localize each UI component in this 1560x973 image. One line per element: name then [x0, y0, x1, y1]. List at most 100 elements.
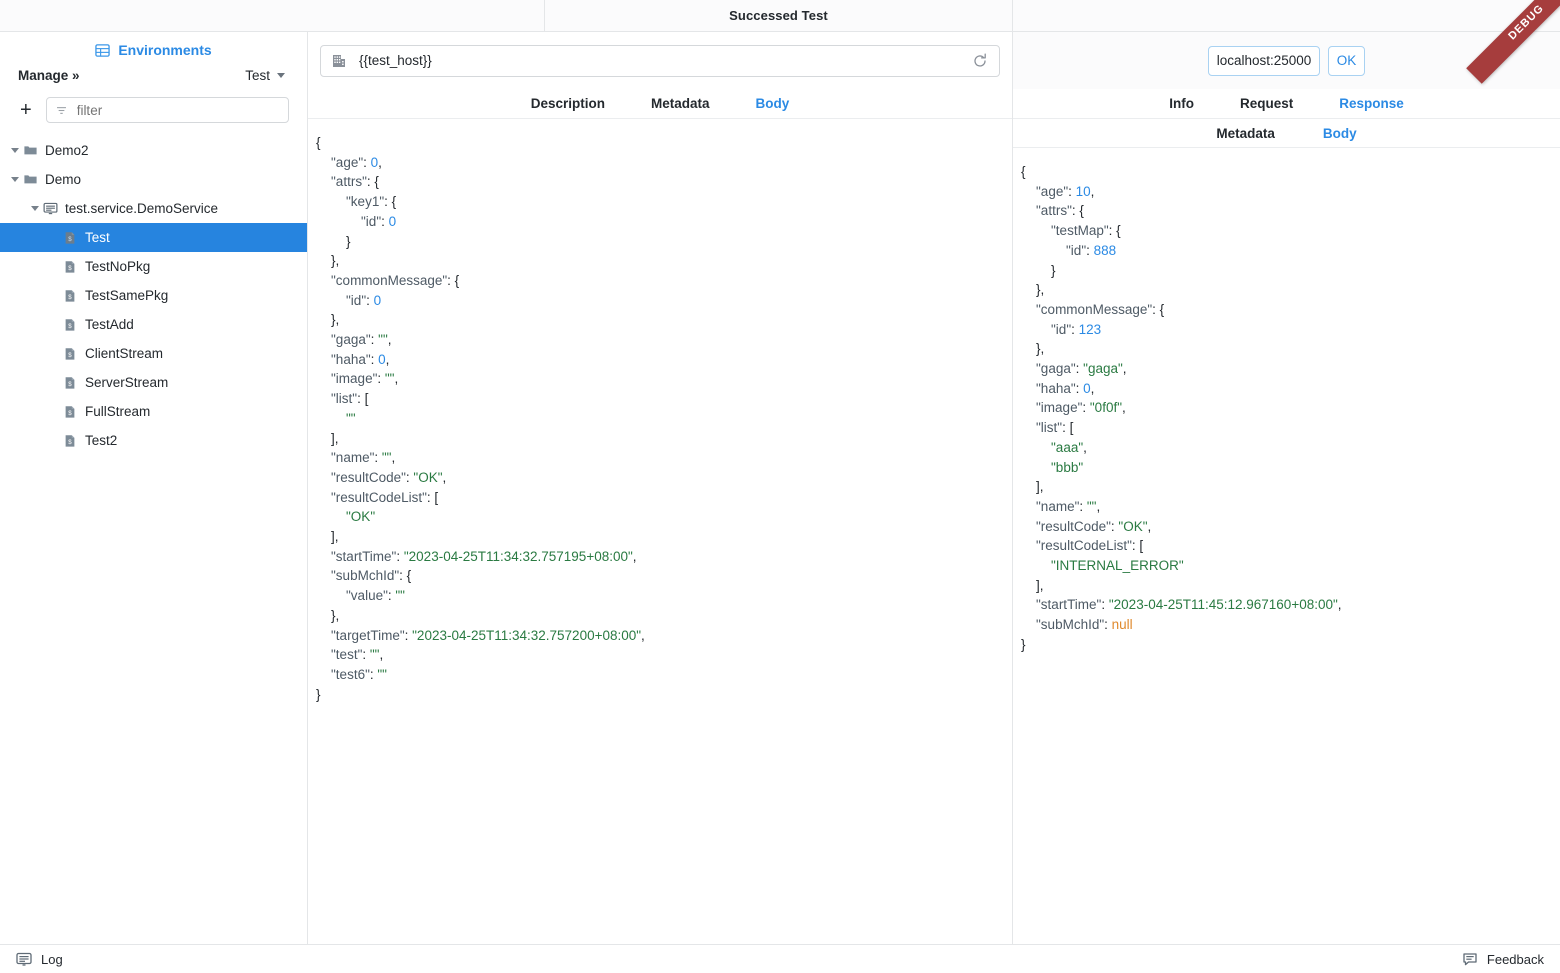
url-box[interactable] — [320, 44, 1000, 77]
json-line: }, — [1036, 341, 1045, 357]
json-line: ], — [331, 529, 339, 545]
title-bar-left-section — [0, 0, 545, 31]
json-line: ], — [1036, 577, 1044, 593]
tree-item-demo[interactable]: Demo — [0, 165, 307, 194]
chevron-down-icon[interactable] — [8, 173, 22, 187]
method-icon: $ — [62, 434, 78, 448]
method-icon: $ — [62, 318, 78, 332]
log-button[interactable]: Log — [16, 951, 63, 967]
json-line: "test6": "" — [331, 666, 387, 682]
environments-header[interactable]: Environments — [0, 32, 307, 62]
json-line: "name": "", — [331, 450, 396, 466]
json-line: "gaga": "", — [331, 332, 392, 348]
json-line: "age": 10, — [1036, 183, 1095, 199]
comment-icon — [1462, 951, 1478, 967]
ok-button[interactable]: OK — [1327, 45, 1366, 76]
tree-item-test-service-demoservice[interactable]: test.service.DemoService — [0, 194, 307, 223]
address-input[interactable] — [1207, 45, 1320, 76]
json-line: "age": 0, — [331, 154, 382, 170]
log-label: Log — [41, 951, 63, 967]
server-icon — [331, 53, 347, 69]
tree-item-testadd[interactable]: $TestAdd — [0, 310, 307, 339]
json-line: } — [1021, 636, 1026, 652]
tab-response[interactable]: Response — [1339, 96, 1404, 111]
filter-box[interactable] — [45, 97, 289, 123]
method-icon: $ — [62, 347, 78, 361]
json-line: "commonMessage": { — [331, 272, 460, 288]
request-tabs: Description Metadata Body — [308, 89, 1012, 119]
tree-item-label: TestNoPkg — [85, 259, 151, 274]
manage-link[interactable]: Manage » — [18, 68, 80, 83]
tree-item-label: FullStream — [85, 404, 151, 419]
tab-body[interactable]: Body — [1322, 125, 1357, 141]
tree-spacer — [48, 434, 62, 448]
tab-body[interactable]: Body — [755, 96, 790, 111]
search-input[interactable] — [76, 102, 280, 118]
tab-description[interactable]: Description — [530, 96, 605, 111]
json-line: { — [1021, 164, 1026, 179]
json-line: "OK" — [346, 509, 376, 525]
refresh-icon[interactable] — [971, 52, 989, 70]
json-line: "aaa", — [1051, 439, 1087, 455]
json-line: }, — [331, 607, 340, 623]
tree-item-label: test.service.DemoService — [65, 201, 219, 216]
tree-spacer — [48, 289, 62, 303]
tree-item-label: TestSamePkg — [85, 288, 169, 303]
json-line: "key1": { — [346, 194, 397, 210]
page-title: Successed Test — [729, 8, 828, 23]
tree-item-test2[interactable]: $ Test2 — [0, 426, 307, 455]
json-line: "" — [346, 410, 356, 426]
json-line: ], — [1036, 479, 1044, 495]
url-row — [308, 32, 1012, 89]
json-line: { — [316, 135, 321, 150]
tree-item-clientstream[interactable]: $ClientStream — [0, 339, 307, 368]
svg-text:$: $ — [68, 409, 72, 416]
chevron-down-icon[interactable] — [8, 144, 22, 158]
json-line: "subMchId": { — [331, 568, 412, 584]
request-panel: Description Metadata Body { "age": 0, "att… — [308, 32, 1013, 944]
tab-request[interactable]: Request — [1239, 96, 1294, 111]
json-line: "id": 0 — [361, 213, 397, 229]
tree-item-test[interactable]: $Test — [0, 223, 307, 252]
feedback-button[interactable]: Feedback — [1462, 951, 1544, 967]
json-line: "value": "" — [346, 588, 405, 604]
svg-text:$: $ — [68, 322, 72, 329]
environment-selector[interactable]: Test — [245, 68, 285, 83]
folder-icon — [22, 143, 38, 158]
tab-info[interactable]: Info — [1169, 96, 1194, 111]
tree-item-label: Demo — [45, 172, 82, 187]
method-icon: $ — [62, 231, 78, 245]
response-body-json[interactable]: { "age": 10, "attrs": { "testMap": { "id… — [1013, 148, 1560, 943]
tree-item-label: Demo2 — [45, 143, 89, 158]
tab-metadata[interactable]: Metadata — [651, 96, 710, 111]
tree-item-label: Test2 — [85, 433, 118, 448]
json-line: "commonMessage": { — [1036, 301, 1165, 317]
tree-item-fullstream[interactable]: $ FullStream — [0, 397, 307, 426]
sidebar: Environments Manage » Test + — [0, 32, 308, 944]
tree-item-testnopkg[interactable]: $ TestNoPkg — [0, 252, 307, 281]
tree-item-testsamepkg[interactable]: $TestSamePkg — [0, 281, 307, 310]
tree-spacer — [48, 260, 62, 274]
filter-row: + — [0, 89, 307, 133]
request-body-json[interactable]: { "age": 0, "attrs": { "key1": { "id": 0… — [308, 119, 1012, 914]
svg-text:$: $ — [68, 351, 72, 358]
svg-text:$: $ — [68, 380, 72, 387]
status-bar: Log Feedback — [0, 944, 1560, 973]
json-line: } — [316, 686, 321, 702]
json-line: "list": [ — [1036, 420, 1074, 436]
tree-item-serverstream[interactable]: $ServerStream — [0, 368, 307, 397]
chevron-down-icon — [277, 73, 285, 78]
method-icon: $ — [62, 405, 78, 419]
tree-item-demo2[interactable]: Demo2 — [0, 136, 307, 165]
method-icon: $ — [62, 260, 78, 274]
environment-selected-label: Test — [245, 68, 270, 83]
json-line: }, — [331, 253, 340, 269]
chevron-down-icon[interactable] — [28, 202, 42, 216]
json-line: "resultCode": "OK", — [331, 469, 447, 485]
tab-metadata[interactable]: Metadata — [1216, 125, 1275, 141]
environments-label: Environments — [118, 42, 212, 58]
response-panel: OK Info Request Response Metadata Body { "a… — [1013, 32, 1560, 944]
add-button[interactable]: + — [20, 99, 32, 121]
host-url-input[interactable] — [359, 53, 959, 68]
